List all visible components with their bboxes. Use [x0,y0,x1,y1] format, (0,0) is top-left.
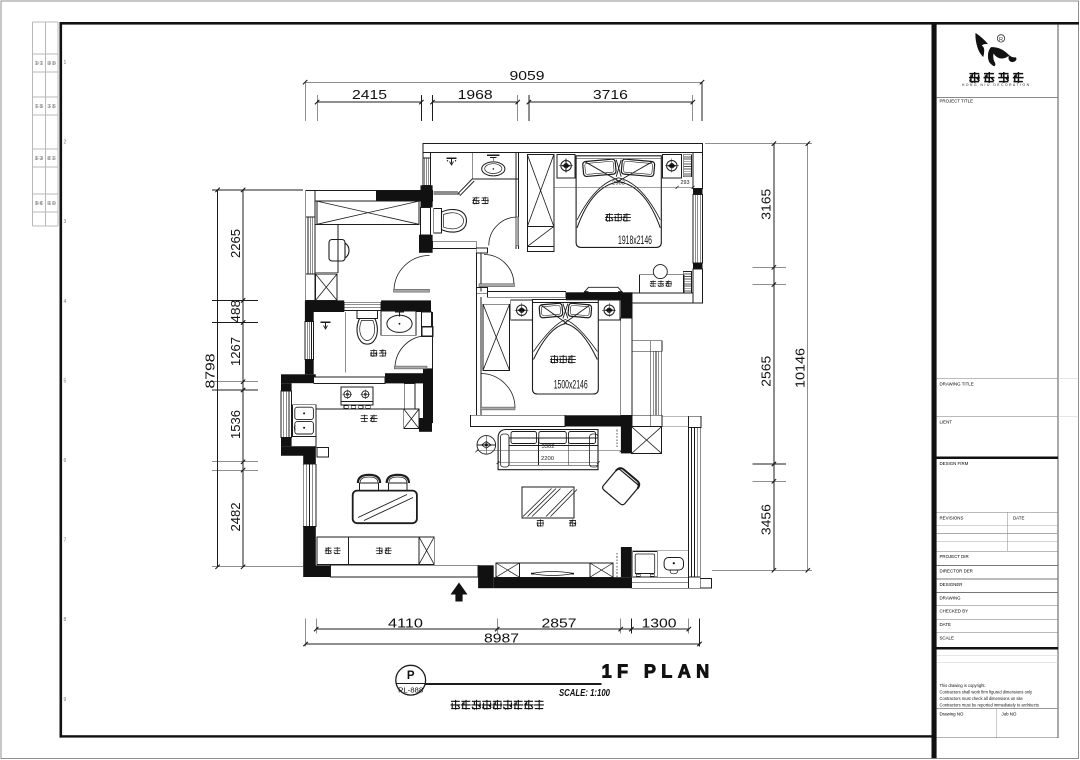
svg-text:1968: 1968 [458,87,493,102]
svg-text:1300: 1300 [642,615,677,630]
svg-text:PROJECT DIR: PROJECT DIR [940,554,969,559]
svg-text:DRAWING TITLE: DRAWING TITLE [940,381,974,386]
svg-text:2415: 2415 [352,87,387,102]
svg-text:4110: 4110 [388,615,423,630]
svg-text:CHECKED BY: CHECKED BY [940,609,969,614]
svg-text:HONG NIU DECORATION: HONG NIU DECORATION [962,83,1031,87]
svg-text:R: R [999,37,1003,43]
svg-text:8: 8 [64,617,67,623]
svg-text:SCALE: 1:100: SCALE: 1:100 [559,687,610,699]
svg-text:PROJECT TITLE: PROJECT TITLE [940,98,974,103]
svg-text:2565: 2565 [759,356,774,387]
svg-text:1267: 1267 [228,337,243,366]
svg-text:4: 4 [64,299,67,305]
svg-text:Contractors must be reported i: Contractors must be reported immediately… [940,703,1039,708]
svg-text:Contractors must check all dim: Contractors must check all dimensions on… [940,696,1024,701]
svg-text:3456: 3456 [759,504,774,535]
svg-text:6: 6 [64,458,67,464]
svg-text:2200: 2200 [541,456,554,462]
svg-text:5: 5 [64,378,67,384]
svg-text:This drawing is copyright.: This drawing is copyright. [940,683,986,688]
svg-text:3716: 3716 [593,87,628,102]
svg-text:Contractors shall work firm fi: Contractors shall work firm figured dime… [940,690,1034,695]
svg-text:2: 2 [64,140,67,146]
svg-text:SCALE: SCALE [940,636,954,641]
svg-text:1918x2146: 1918x2146 [618,233,652,247]
svg-text:9: 9 [64,697,67,703]
svg-text:2857: 2857 [542,615,577,630]
svg-text:3: 3 [64,219,67,225]
svg-text:P: P [407,670,415,682]
svg-text:2265: 2265 [228,229,243,258]
svg-text:DESIGNER: DESIGNER [940,582,963,587]
svg-text:DATE: DATE [940,622,951,627]
svg-text:1F PLAN: 1F PLAN [602,661,715,682]
svg-text:REVISIONS: REVISIONS [940,515,964,520]
svg-text:Drawing NO: Drawing NO [940,712,964,717]
svg-text:488: 488 [228,300,243,323]
svg-text:2903: 2903 [612,181,625,187]
svg-text:1: 1 [64,60,67,66]
svg-text:DIRECTOR DER: DIRECTOR DER [940,569,973,574]
svg-text:1536: 1536 [228,410,243,439]
svg-text:9059: 9059 [510,68,545,83]
svg-text:LIENT: LIENT [940,419,953,424]
svg-text:DRAWING: DRAWING [940,595,962,600]
svg-text:293: 293 [681,180,690,186]
svg-text:PL-888: PL-888 [398,685,423,694]
svg-text:7: 7 [64,538,67,544]
svg-text:3165: 3165 [759,189,774,220]
svg-text:3302: 3302 [542,444,555,450]
svg-text:DESIGN FIRM: DESIGN FIRM [940,461,969,466]
svg-text:10146: 10146 [793,348,808,388]
svg-text:DATE: DATE [1013,515,1024,520]
svg-text:1500x2146: 1500x2146 [554,377,588,391]
svg-text:2482: 2482 [228,503,243,532]
svg-text:8798: 8798 [203,354,218,389]
svg-text:8987: 8987 [484,631,519,646]
svg-text:Job NO: Job NO [1002,712,1017,717]
